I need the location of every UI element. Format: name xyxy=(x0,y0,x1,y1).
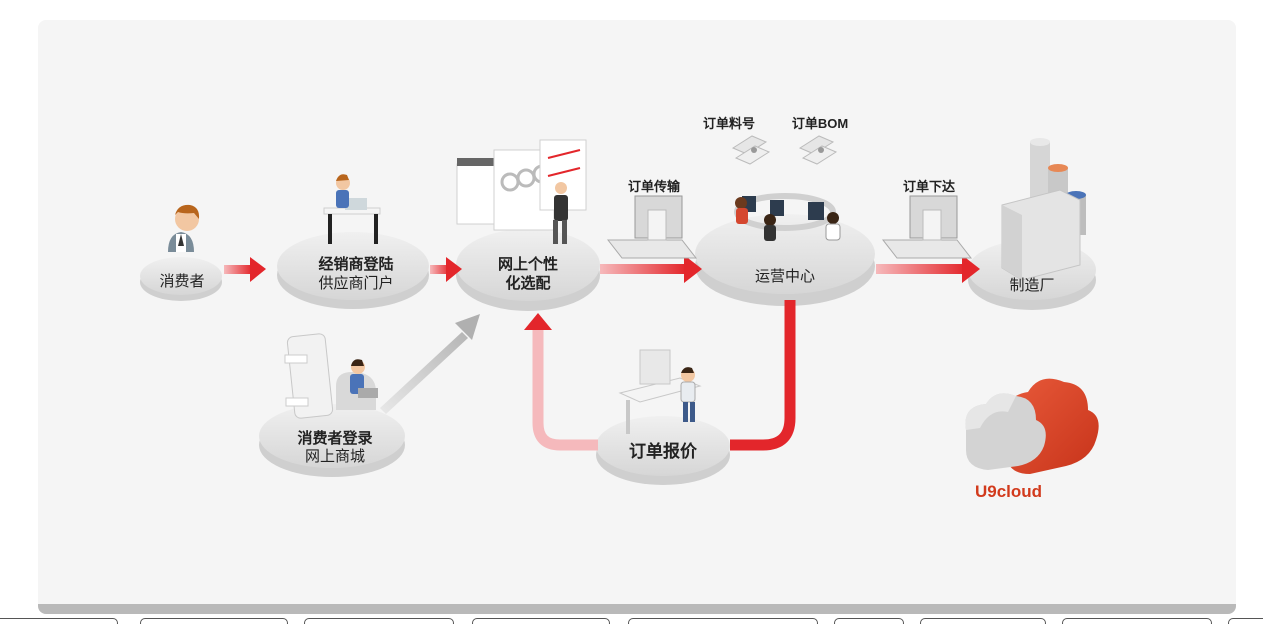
bottom-tab-1[interactable] xyxy=(0,618,118,624)
part-number-document-icon xyxy=(731,135,771,165)
dealer-subtitle: 供应商门户 xyxy=(318,275,394,292)
transmit-laptop-icon xyxy=(606,195,698,259)
node-disc-mall xyxy=(259,404,405,477)
arrow-config-to-operations xyxy=(600,255,702,283)
bottom-tab-4[interactable] xyxy=(472,618,610,624)
arrow-operations-to-factory xyxy=(876,255,980,283)
bottom-tab-8[interactable] xyxy=(1062,618,1212,624)
bottom-tab-6[interactable] xyxy=(834,618,904,624)
loop-quote-to-config xyxy=(524,313,598,451)
edge-label-bom: 订单BOM xyxy=(791,116,849,131)
bottom-tab-9[interactable] xyxy=(1228,618,1263,624)
bottom-tab-strip xyxy=(0,618,1263,624)
edge-label-part-no: 订单料号 xyxy=(702,116,756,131)
bottom-tab-3[interactable] xyxy=(304,618,454,624)
consumer-label: 消费者 xyxy=(159,273,205,290)
panel-shadow xyxy=(38,604,1236,614)
config-label-line1: 网上个性 xyxy=(497,256,559,273)
dealer-desk-person-icon xyxy=(323,174,381,244)
config-screens-icon xyxy=(456,139,587,244)
arrow-dealer-to-config xyxy=(430,257,462,282)
operations-team-icon xyxy=(734,193,841,241)
arrow-consumer-to-dealer xyxy=(224,257,266,282)
node-disc-config xyxy=(456,229,600,311)
diagram-panel xyxy=(38,20,1236,610)
bottom-tab-7[interactable] xyxy=(920,618,1046,624)
mall-title: 消费者登录 xyxy=(297,430,373,447)
operations-label: 运营中心 xyxy=(754,268,816,285)
config-label-line2: 化选配 xyxy=(505,275,551,292)
mall-subtitle: 网上商城 xyxy=(304,448,366,465)
edge-label-transmit: 订单传输 xyxy=(627,179,681,194)
loop-operations-to-quote xyxy=(730,300,796,451)
node-disc-consumer xyxy=(140,257,222,301)
quote-desk-person-icon xyxy=(618,349,702,434)
factory-label: 制造厂 xyxy=(1009,277,1055,294)
consumer-person-icon xyxy=(168,204,200,252)
quote-label: 订单报价 xyxy=(629,442,697,461)
bottom-tab-5[interactable] xyxy=(628,618,818,624)
node-disc-dealer xyxy=(277,232,429,309)
arrow-mall-to-config xyxy=(380,314,480,414)
factory-building-icon xyxy=(1001,138,1086,281)
dealer-title: 经销商登陆 xyxy=(318,256,394,273)
bom-document-icon xyxy=(798,135,838,165)
edge-label-release: 订单下达 xyxy=(902,179,956,194)
release-laptop-icon xyxy=(881,195,973,259)
brand-name: U9cloud xyxy=(975,482,1043,501)
bottom-tab-2[interactable] xyxy=(140,618,288,624)
u9cloud-logo-icon xyxy=(965,378,1099,474)
mall-phone-person-icon xyxy=(284,333,378,419)
